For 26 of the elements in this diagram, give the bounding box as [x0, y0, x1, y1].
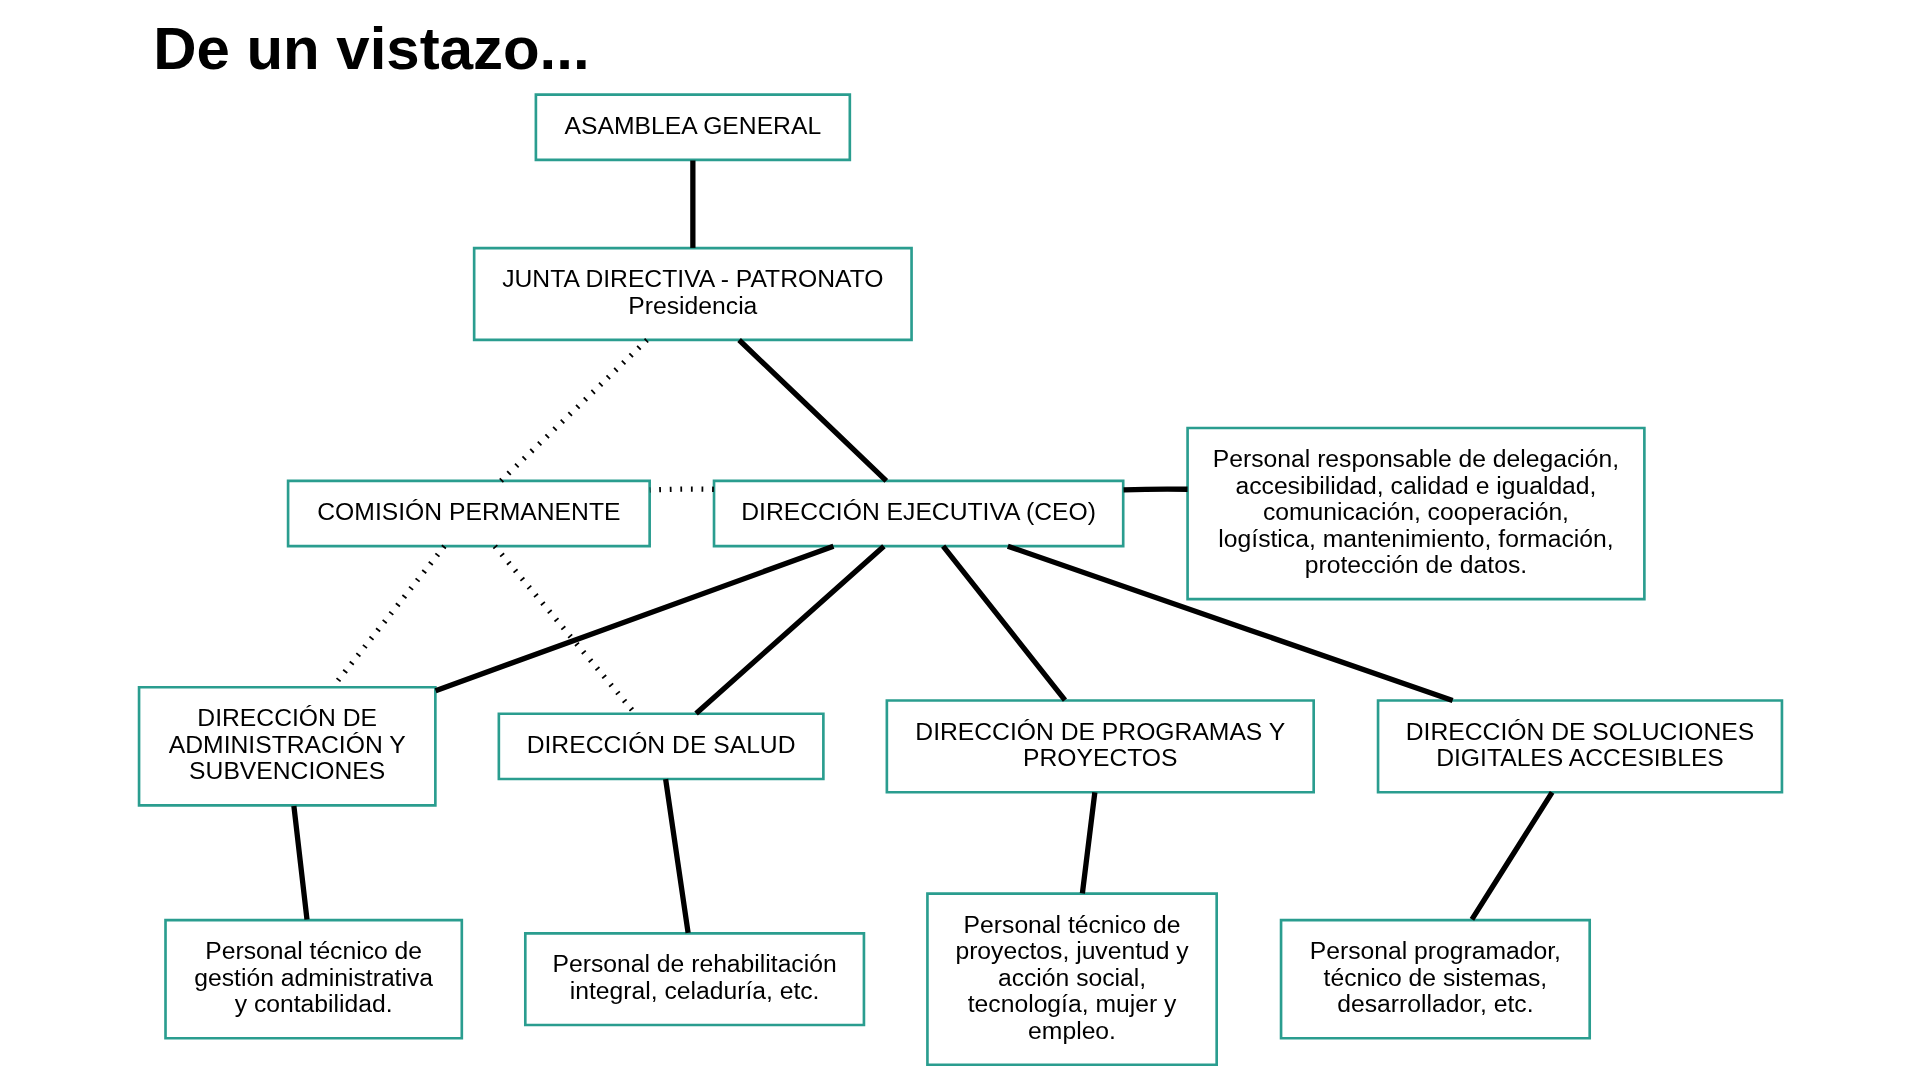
- connector: [290, 805, 310, 920]
- node-box: JUNTA DIRECTIVA - PATRONATO Presidencia: [472, 246, 913, 342]
- connector: [1469, 790, 1554, 921]
- node-box: Personal de rehabilitación integral, celaduría, etc.: [523, 932, 865, 1027]
- connector: [736, 338, 888, 483]
- connector: [693, 544, 886, 716]
- connector: [662, 778, 691, 934]
- connector: [1006, 543, 1453, 703]
- node-box: DIRECCIÓN DE SOLUCIONES DIGITALES ACCESIBLES: [1376, 699, 1783, 794]
- node-box: DIRECCIÓN DE SALUD: [497, 712, 825, 781]
- connector: [940, 544, 1067, 702]
- diagram-title: De un vistazo...: [152, 14, 590, 82]
- connector: [1079, 792, 1097, 894]
- node-box: Personal técnico de gestión administrativa y contabilidad.: [163, 918, 463, 1040]
- connector: [1123, 486, 1188, 493]
- connector: [434, 543, 834, 694]
- node-box: DIRECCIÓN DE ADMINISTRACIÓN Y SUBVENCIONES: [137, 685, 437, 807]
- node-box: Personal responsable de delegación, accesibilidad, calidad e igualdad, comunicación, cooperación, logística, mantenimiento, formación, protección de datos.: [1185, 426, 1646, 601]
- connector: [689, 160, 695, 248]
- connector: [498, 338, 649, 483]
- node-box: Personal técnico de proyectos, juventud y acción social, tecnología, mujer y empleo.: [925, 892, 1218, 1067]
- node-box: DIRECCIÓN DE PROGRAMAS Y PROYECTOS: [885, 699, 1315, 794]
- node-box: DIRECCIÓN EJECUTIVA (CEO): [712, 479, 1125, 548]
- node-box: COMISIÓN PERMANENTE: [286, 479, 651, 548]
- node-box: ASAMBLEA GENERAL: [534, 93, 851, 162]
- node-box: Personal programador, técnico de sistemas, desarrollador, etc.: [1279, 918, 1591, 1040]
